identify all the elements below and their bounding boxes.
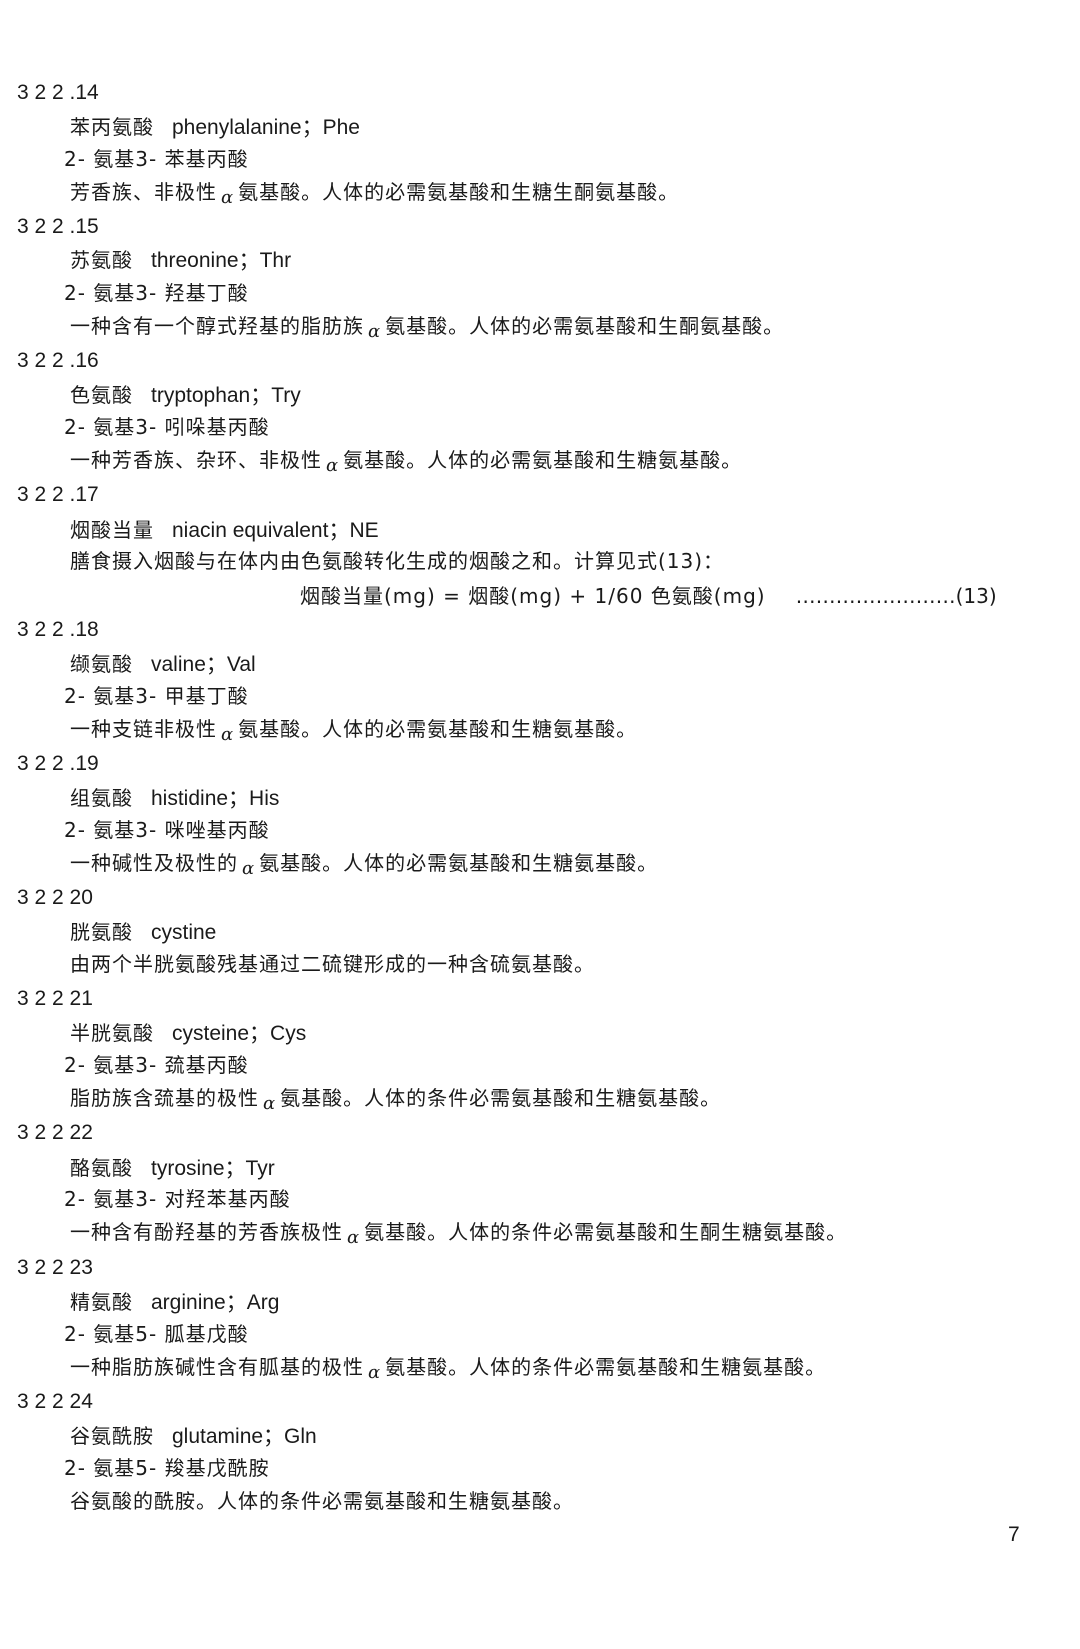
alpha-symbol: α [347, 1227, 361, 1248]
term-en: glutamine；Gln [172, 1425, 317, 1448]
definition: 膳食摄入烟酸与在体内由色氨酸转化生成的烟酸之和。计算见式(13)： [70, 549, 725, 573]
chemical-name: 2- 氨基3- 对羟苯基丙酸 [64, 1187, 291, 1211]
clause-number: 3 2 2 20 [17, 886, 93, 909]
term-zh: 组氨酸 [70, 786, 133, 810]
term-zh: 精氨酸 [70, 1290, 133, 1314]
formula-number: ……………………(13) [795, 584, 997, 608]
clause-number: 3 2 2 23 [17, 1256, 93, 1279]
alpha-symbol: α [242, 858, 256, 879]
term-line: 苏氨酸 threonine；Thr [70, 247, 291, 274]
chemical-name: 2- 氨基3- 苯基丙酸 [64, 147, 249, 171]
term-en: histidine；His [151, 787, 280, 810]
chemical-name: 2- 氨基3- 咪唑基丙酸 [64, 818, 270, 842]
term-en: tyrosine；Tyr [151, 1157, 275, 1180]
alpha-symbol: α [368, 1362, 382, 1383]
term-en: phenylalanine；Phe [172, 116, 360, 139]
alpha-symbol: α [263, 1093, 277, 1114]
clause-number: 3 2 2 .19 [17, 752, 99, 775]
term-zh: 色氨酸 [70, 383, 133, 407]
clause-number: 3 2 2 21 [17, 987, 93, 1010]
page-number: 7 [1008, 1523, 1021, 1546]
term-en: arginine；Arg [151, 1291, 280, 1314]
definition: 由两个半胱氨酸残基通过二硫键形成的一种含硫氨基酸。 [70, 952, 595, 976]
clause-number: 3 2 2 .17 [17, 483, 99, 506]
clause-number: 3 2 2 .14 [17, 81, 99, 104]
term-en: niacin equivalent；NE [172, 519, 379, 542]
chemical-name: 2- 氨基5- 胍基戊酸 [64, 1322, 249, 1346]
formula: 烟酸当量(mg) = 烟酸(mg) + 1/60 色氨酸(mg) ……………………… [300, 583, 997, 609]
formula-expression: 烟酸当量(mg) = 烟酸(mg) + 1/60 色氨酸(mg) [300, 584, 766, 608]
term-en: tryptophan；Try [151, 384, 301, 407]
chemical-name: 2- 氨基3- 吲哚基丙酸 [64, 415, 270, 439]
definition: 谷氨酸的酰胺。人体的条件必需氨基酸和生糖氨基酸。 [70, 1489, 574, 1513]
clause-number: 3 2 2 22 [17, 1121, 93, 1144]
alpha-symbol: α [326, 455, 340, 476]
alpha-symbol: α [221, 724, 235, 745]
term-line: 苯丙氨酸 phenylalanine；Phe [70, 114, 360, 141]
term-line: 酪氨酸 tyrosine；Tyr [70, 1155, 275, 1182]
clause-number: 3 2 2 .18 [17, 618, 99, 641]
term-zh: 烟酸当量 [70, 518, 154, 542]
term-line: 组氨酸 histidine；His [70, 785, 279, 812]
term-zh: 胱氨酸 [70, 920, 133, 944]
term-line: 胱氨酸 cystine [70, 919, 216, 946]
clause-number: 3 2 2 24 [17, 1390, 93, 1413]
term-line: 缬氨酸 valine；Val [70, 651, 256, 678]
chemical-name: 2- 氨基3- 甲基丁酸 [64, 684, 249, 708]
term-line: 半胱氨酸 cysteine；Cys [70, 1020, 306, 1047]
term-en: cystine [151, 921, 217, 944]
term-line: 精氨酸 arginine；Arg [70, 1289, 279, 1316]
term-line: 烟酸当量 niacin equivalent；NE [70, 517, 379, 544]
term-zh: 谷氨酰胺 [70, 1424, 154, 1448]
alpha-symbol: α [368, 321, 382, 342]
term-zh: 苯丙氨酸 [70, 115, 154, 139]
chemical-name: 2- 氨基3- 巯基丙酸 [64, 1053, 249, 1077]
term-line: 色氨酸 tryptophan；Try [70, 382, 301, 409]
term-zh: 半胱氨酸 [70, 1021, 154, 1045]
term-zh: 缬氨酸 [70, 652, 133, 676]
term-zh: 苏氨酸 [70, 248, 133, 272]
term-en: cysteine；Cys [172, 1022, 307, 1045]
term-line: 谷氨酰胺 glutamine；Gln [70, 1423, 317, 1450]
alpha-symbol: α [221, 187, 235, 208]
chemical-name: 2- 氨基5- 羧基戊酰胺 [64, 1456, 270, 1480]
chemical-name: 2- 氨基3- 羟基丁酸 [64, 281, 249, 305]
term-en: threonine；Thr [151, 249, 292, 272]
clause-number: 3 2 2 .15 [17, 215, 99, 238]
term-en: valine；Val [151, 653, 256, 676]
clause-number: 3 2 2 .16 [17, 349, 99, 372]
term-zh: 酪氨酸 [70, 1156, 133, 1180]
